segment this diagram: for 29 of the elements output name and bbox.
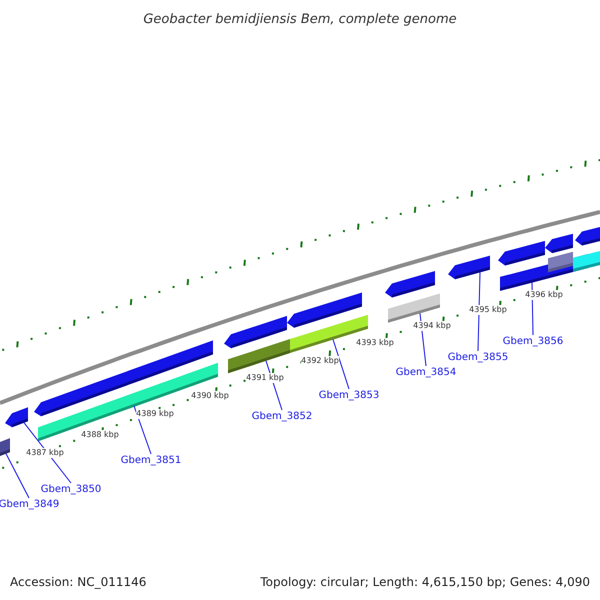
scale-label: 4389 kbp xyxy=(136,409,174,419)
gene-label: Gbem_3855 xyxy=(448,352,508,364)
scale-label: 4387 kbp xyxy=(26,448,64,458)
gene-label: Gbem_3851 xyxy=(120,455,182,467)
gene-label: Gbem_3852 xyxy=(252,411,312,423)
genome-stats-text: Topology: circular; Length: 4,615,150 bp; Genes: 4,090 xyxy=(260,574,590,591)
scale-label: 4394 kbp xyxy=(413,321,451,331)
scale-label: 4395 kbp xyxy=(469,305,507,315)
scale-label: 4388 kbp xyxy=(81,430,119,440)
scale-label: 4392 kbp xyxy=(301,356,339,366)
gene-feature xyxy=(5,407,28,428)
accession-text: Accession: NC_011146 xyxy=(10,574,146,591)
gene-label: Gbem_3854 xyxy=(396,367,456,379)
scale-label: 4391 kbp xyxy=(246,373,284,383)
gene-feature xyxy=(388,294,440,323)
scale-label: 4390 kbp xyxy=(191,391,229,401)
leader-line xyxy=(332,338,350,390)
leader-line xyxy=(478,272,480,352)
leader-line xyxy=(134,405,152,454)
gene-feature xyxy=(448,256,490,280)
title: Geobacter bemidjiensis Bem, complete genome xyxy=(142,11,458,29)
gene-label: Gbem_3853 xyxy=(318,390,380,402)
scale-label: 4396 kbp xyxy=(525,290,563,300)
gene-feature xyxy=(228,339,290,374)
scale-label: 4393 kbp xyxy=(356,338,394,348)
gene-feature xyxy=(0,438,10,458)
gene-label: Gbem_3850 xyxy=(40,484,102,496)
gene-label: Gbem_3856 xyxy=(502,336,564,348)
leader-line xyxy=(6,453,30,498)
